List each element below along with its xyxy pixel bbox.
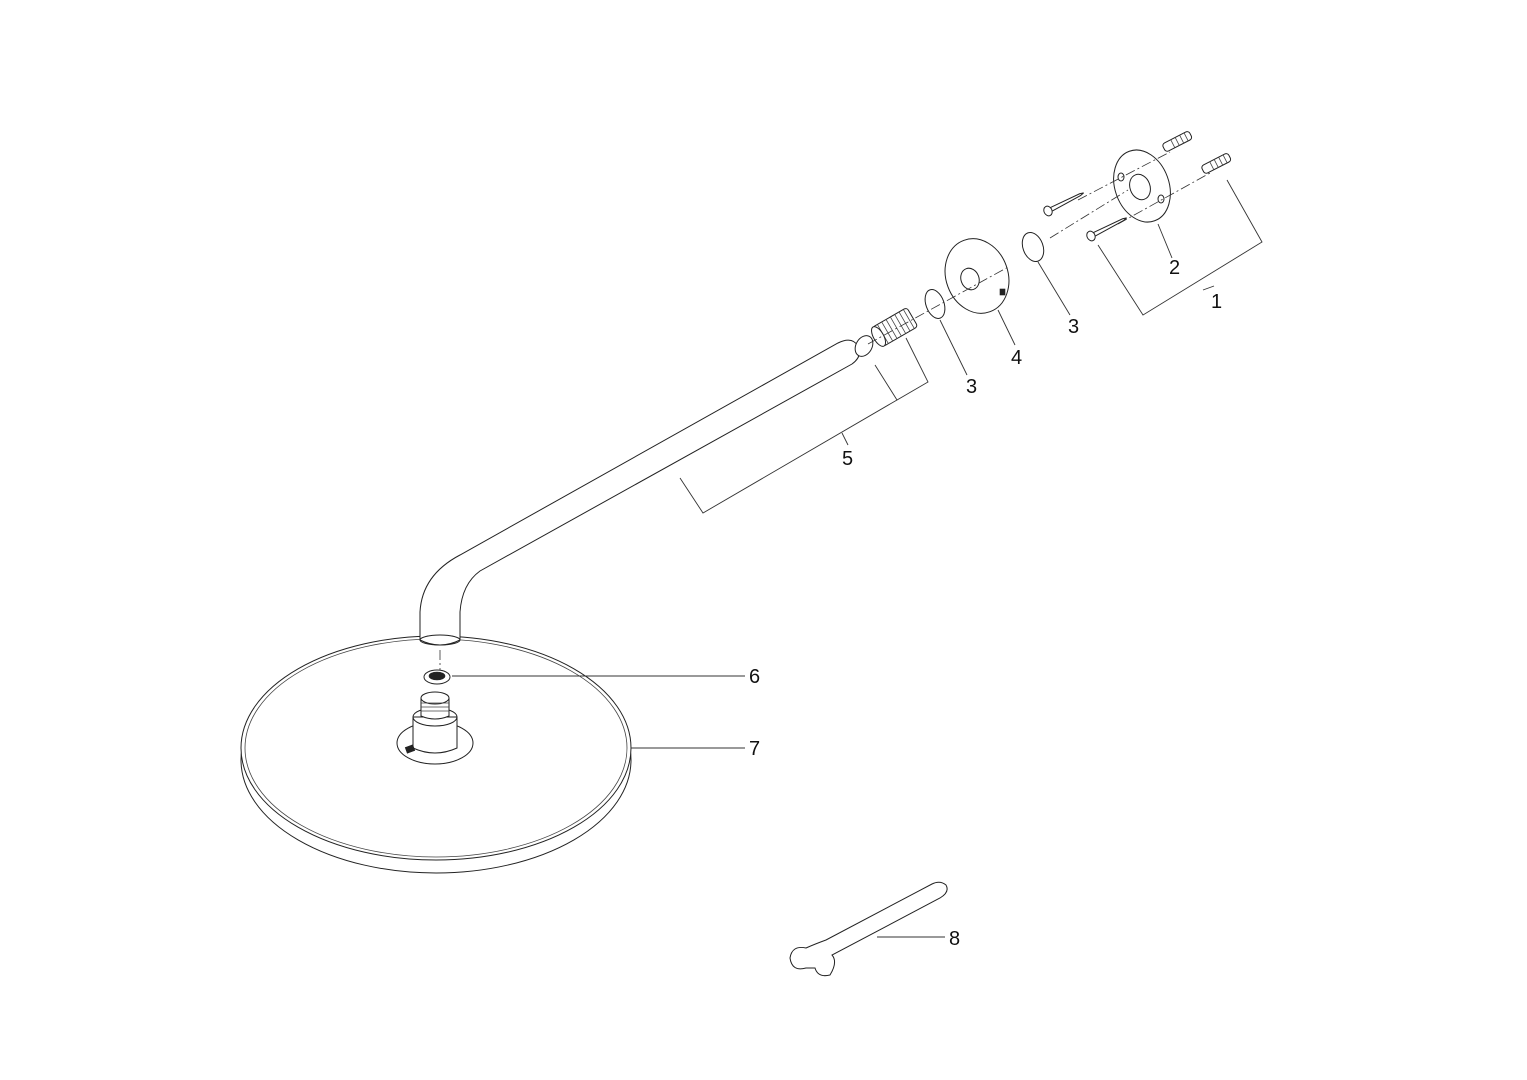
spanner (789, 881, 948, 977)
callout-1: 1 (1211, 291, 1223, 313)
wall-flange (1113, 149, 1171, 223)
axis-line-main (867, 189, 1129, 345)
shower-head-connector (396, 691, 474, 765)
leader-lines (452, 179, 1263, 938)
flow-regulator (423, 669, 451, 685)
callout-3-upper: 3 (1068, 316, 1080, 338)
o-ring-lower (924, 289, 946, 319)
nipple-seal (854, 335, 874, 357)
callout-7: 7 (749, 738, 761, 760)
callout-6: 6 (749, 666, 761, 688)
screw-lower (1086, 217, 1127, 242)
callout-8: 8 (949, 928, 961, 950)
shower-arm (419, 339, 860, 646)
dowel-lower (1201, 153, 1232, 174)
screw-upper (1043, 192, 1084, 217)
axis-line-screw-top (1077, 151, 1171, 201)
cover-rosette (944, 238, 1010, 314)
callout-5: 5 (842, 448, 854, 470)
dowel-upper (1162, 131, 1193, 152)
callout-4: 4 (1011, 347, 1023, 369)
o-ring-upper (1021, 231, 1045, 263)
threaded-nipple (871, 308, 918, 347)
callout-3-lower: 3 (966, 376, 978, 398)
callout-2: 2 (1169, 257, 1181, 279)
